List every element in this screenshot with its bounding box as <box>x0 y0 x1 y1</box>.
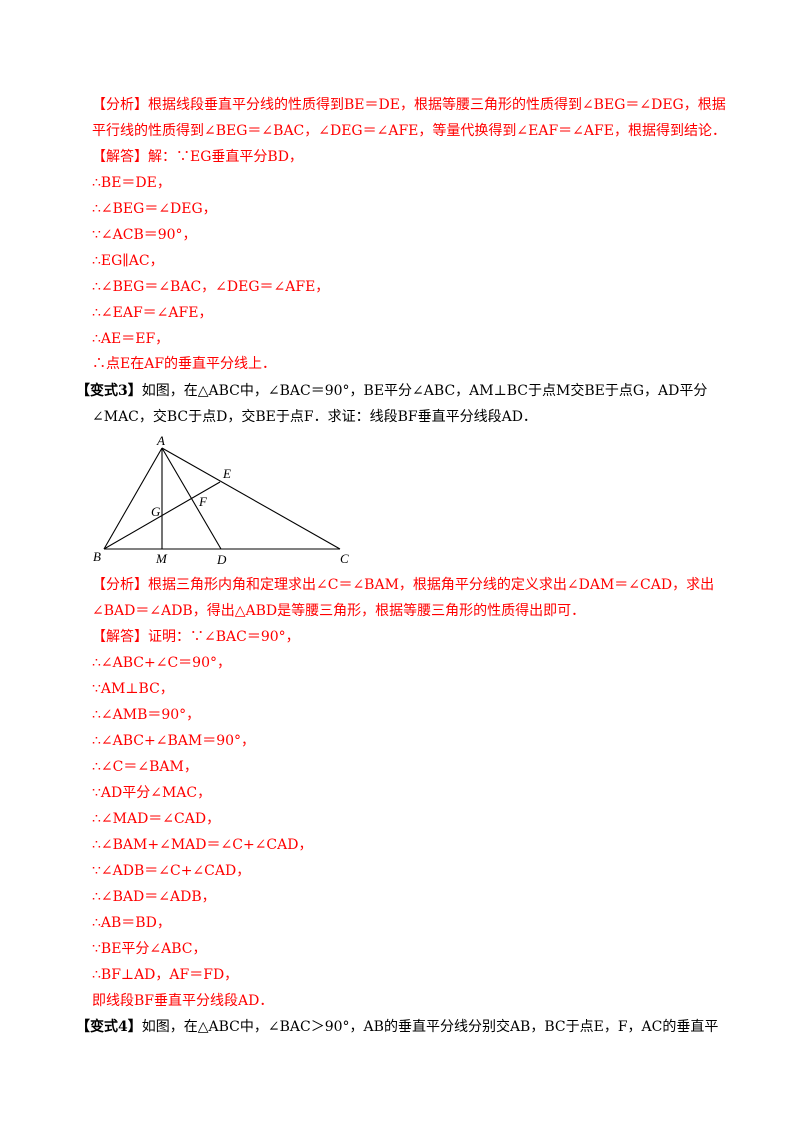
variant3-question-line-1: 【变式3】如图，在△ABC中，∠BAC＝90°，BE平分∠ABC，AM⊥BC于点… <box>76 382 707 400</box>
segment-ac <box>161 447 341 550</box>
solution-line: ∴∠EAF＝∠AFE， <box>92 305 213 321</box>
segment-be <box>103 481 221 550</box>
proof-line: ∴∠AMB＝90°， <box>92 707 201 723</box>
segment-ab <box>103 447 163 550</box>
proof-line: ∴BF⊥AD，AF＝FD， <box>92 967 239 983</box>
proof-line: ∴∠MAD＝∠CAD， <box>92 811 221 827</box>
proof-line: ∵BE平分∠ABC， <box>92 941 207 957</box>
variant3-question-line-2: ∠MAC，交BC于点D，交BE于点F．求证：线段BF垂直平分线段AD． <box>92 409 537 425</box>
proof-line: ∴∠C＝∠BAM， <box>92 759 198 775</box>
label-f: F <box>198 494 208 509</box>
proof-line: 【解答】证明：∵∠BAC＝90°， <box>92 629 300 645</box>
solution-line: ∴∠BEG＝∠DEG， <box>92 201 217 217</box>
proof-line: ∴AB＝BD， <box>92 915 171 931</box>
solution-line: ∵∠ACB＝90°， <box>92 227 197 243</box>
variant4-question-text: 如图，在△ABC中，∠BAC＞90°，AB的垂直平分线分别交AB，BC于点E，F… <box>141 1019 719 1035</box>
analysis-line-1: 【分析】根据线段垂直平分线的性质得到BE＝DE，根据等腰三角形的性质得到∠BEG… <box>92 97 726 113</box>
solution-line: ∴AE＝EF， <box>92 331 170 347</box>
proof-line: ∴∠ABC+∠BAM＝90°， <box>92 733 256 749</box>
triangle-figure: A B C D E F G M <box>93 433 349 567</box>
solution-line: ∴点E在AF的垂直平分线上． <box>92 356 277 372</box>
label-g: G <box>151 504 161 519</box>
proof-line: ∴∠BAM+∠MAD＝∠C+∠CAD， <box>92 837 313 853</box>
proof-line: ∴∠BAD＝∠ADB， <box>92 889 216 905</box>
solution-line: 【解答】解：∵EG垂直平分BD， <box>92 149 303 165</box>
variant3-analysis-line-2: ∠BAD＝∠ADB，得出△ABD是等腰三角形，根据等腰三角形的性质得出即可． <box>92 603 586 619</box>
proof-line: ∵AD平分∠MAC， <box>92 785 212 801</box>
proof-line: 即线段BF垂直平分线段AD． <box>92 993 274 1009</box>
proof-line: ∵AM⊥BC， <box>92 681 174 697</box>
solution-line: ∴BE＝DE， <box>92 175 171 191</box>
solution-line: ∴EG∥AC， <box>92 253 164 269</box>
label-e: E <box>222 466 231 481</box>
proof-line: ∴∠ABC+∠C＝90°， <box>92 655 231 671</box>
label-b: B <box>93 549 101 564</box>
variant4-label: 【变式4】 <box>76 1019 142 1035</box>
analysis-line-2: 平行线的性质得到∠BEG＝∠BAC，∠DEG＝∠AFE，等量代换得到∠EAF＝∠… <box>92 123 726 139</box>
variant3-question-text: 如图，在△ABC中，∠BAC＝90°，BE平分∠ABC，AM⊥BC于点M交BE于… <box>141 383 708 399</box>
proof-line: ∵∠ADB＝∠C+∠CAD， <box>92 863 251 879</box>
label-c: C <box>340 551 349 566</box>
label-m: M <box>155 551 168 566</box>
variant4-question-line-1: 【变式4】如图，在△ABC中，∠BAC＞90°，AB的垂直平分线分别交AB，BC… <box>76 1018 718 1036</box>
variant3-analysis-line-1: 【分析】根据三角形内角和定理求出∠C＝∠BAM，根据角平分线的定义求出∠DAM＝… <box>92 577 715 593</box>
solution-line: ∴∠BEG＝∠BAC，∠DEG＝∠AFE， <box>92 279 330 295</box>
variant3-label: 【变式3】 <box>76 383 142 399</box>
label-d: D <box>216 552 227 567</box>
label-a: A <box>156 433 165 448</box>
